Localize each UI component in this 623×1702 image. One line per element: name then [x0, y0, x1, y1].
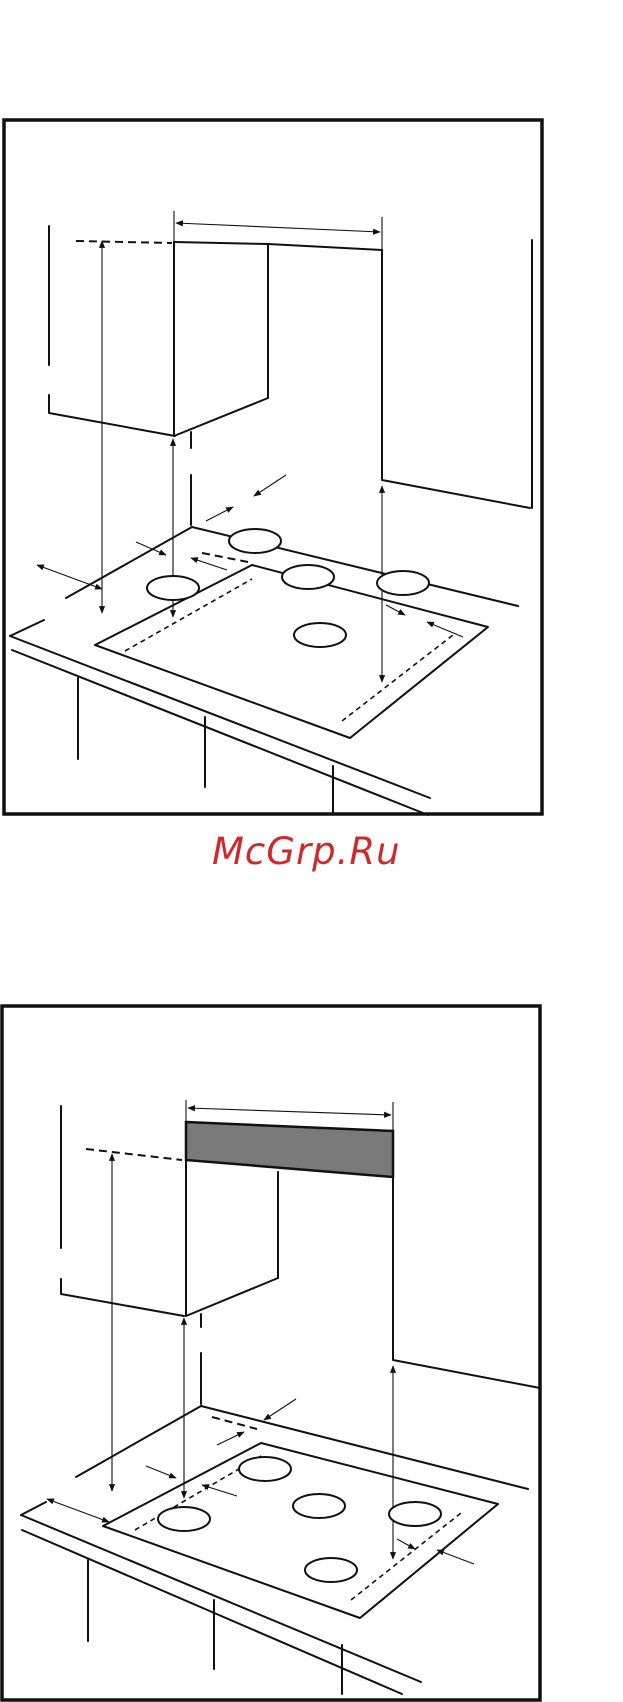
clearance-arrow-3 — [191, 558, 227, 570]
hood-bottom-level-line — [76, 241, 172, 243]
watermark-text: McGrp.Ru — [212, 828, 432, 876]
side-clearance-dimension — [37, 565, 102, 589]
burner-5 — [294, 623, 346, 647]
left-wall-cabinet — [49, 226, 175, 436]
side-clearance-dimension — [47, 1499, 109, 1522]
clearance-arrow-3 — [202, 1485, 237, 1496]
burner-1 — [239, 1457, 291, 1481]
burner-4 — [377, 571, 429, 595]
burner-4 — [389, 1502, 441, 1526]
clearance-arrow-4 — [397, 1539, 415, 1549]
wall-clearance-line — [202, 553, 248, 562]
hob-cutout-line-right — [342, 635, 453, 721]
burner-2 — [158, 1507, 210, 1531]
worktop — [10, 527, 518, 815]
burner-5 — [305, 1558, 357, 1582]
worktop — [21, 1406, 528, 1694]
right-wall-cabinet — [382, 240, 532, 508]
hood-front-panel — [186, 1122, 393, 1177]
clearance-arrow-5 — [427, 622, 463, 637]
left-wall-cabinet — [61, 1106, 184, 1316]
clearance-arrow-2 — [146, 1466, 176, 1478]
clearance-arrow-1 — [217, 1432, 244, 1445]
cooker-hood — [186, 1122, 393, 1316]
burner-1 — [229, 529, 281, 553]
hood-bottom-level-line — [86, 1149, 182, 1160]
clearance-arrow-4 — [386, 605, 405, 615]
cooker-hood — [174, 242, 382, 436]
burner-2 — [147, 576, 199, 600]
installation-diagram-bottom — [0, 1004, 543, 1702]
clearance-arrow-back — [254, 475, 286, 496]
burner-3 — [282, 565, 334, 589]
clearance-arrow-5 — [437, 1550, 474, 1564]
burner-3 — [293, 1494, 345, 1518]
right-wall-cabinet — [393, 1134, 540, 1388]
clearance-arrow-1 — [206, 507, 233, 521]
clearance-arrow-back — [264, 1399, 296, 1420]
installation-diagram-top — [0, 115, 545, 817]
diagram-frame — [2, 1006, 540, 1700]
